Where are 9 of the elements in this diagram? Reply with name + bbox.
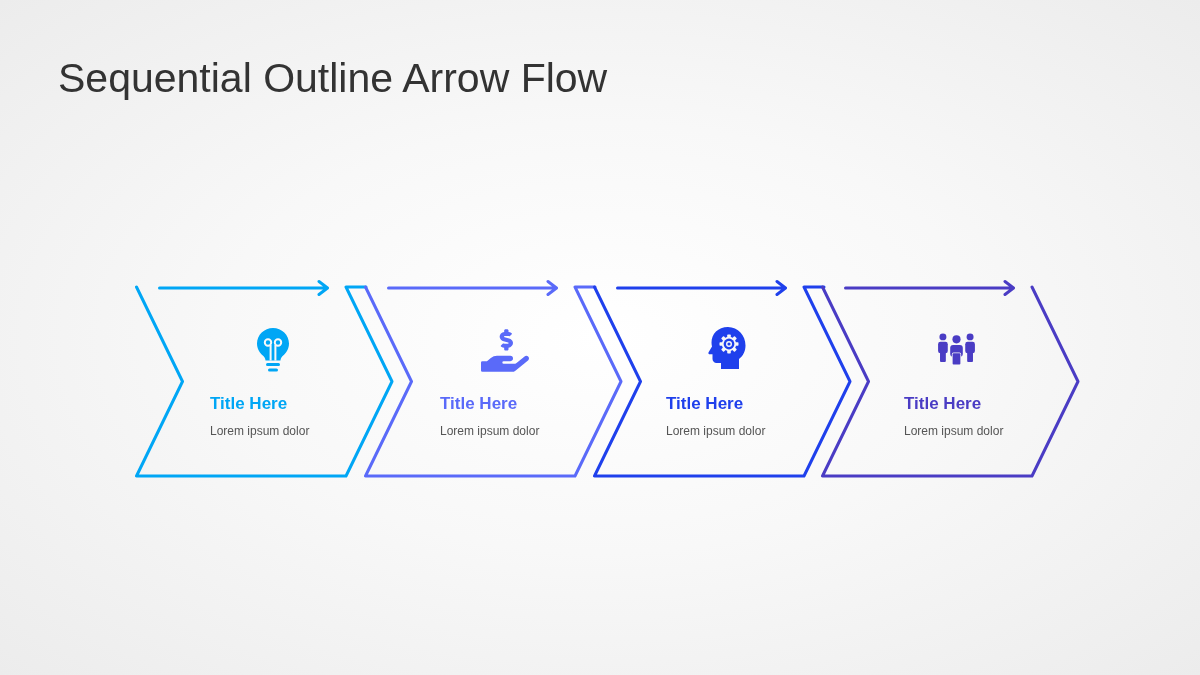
step-title: Title Here [904, 394, 982, 414]
step-description: Lorem ipsum dolor [904, 423, 1004, 439]
slide-title: Sequential Outline Arrow Flow [58, 54, 608, 102]
step-description: Lorem ipsum dolor [666, 423, 766, 439]
step-description: Lorem ipsum dolor [440, 423, 540, 439]
step-title: Title Here [210, 394, 288, 414]
step-title: Title Here [440, 394, 518, 414]
step-description: Lorem ipsum dolor [210, 423, 310, 439]
step-title: Title Here [666, 394, 744, 414]
